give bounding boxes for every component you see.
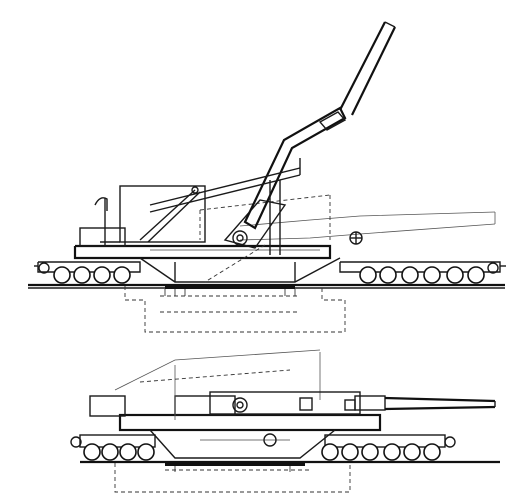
bottom-front-truck: [70, 434, 156, 461]
bottom-ghost-elevated-outline: [114, 349, 321, 420]
bottom-foundation-pit: [114, 463, 351, 493]
bottom-girder: [89, 395, 382, 459]
top-view-firing-position: [28, 21, 506, 333]
top-foundation-pit: [124, 286, 346, 333]
top-front-truck: [34, 261, 141, 284]
top-loading-arm: [139, 167, 301, 243]
bottom-rear-truck: [321, 434, 456, 461]
bottom-lowered-barrel: [209, 391, 496, 415]
top-cradle-trunnion: [223, 199, 287, 249]
top-elevated-barrel: [243, 21, 396, 230]
top-superstructure: [94, 185, 206, 246]
top-rear-truck: [339, 261, 506, 284]
bottom-view-travel-position: [70, 349, 500, 493]
top-ghost-barrel-horizontal: [199, 194, 496, 241]
